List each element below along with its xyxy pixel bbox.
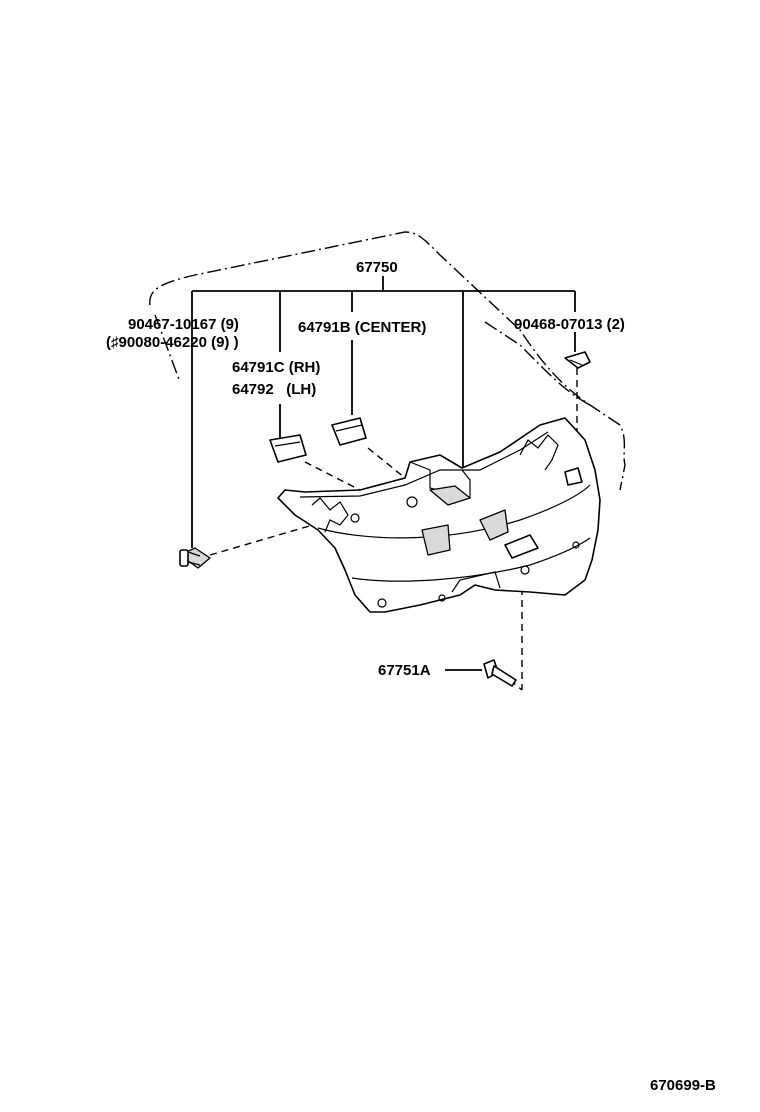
label-64791b-center: 64791B (CENTER): [298, 319, 426, 336]
screw: [483, 659, 517, 687]
label-67751a: 67751A: [378, 662, 431, 679]
cover-center: [331, 417, 367, 446]
label-90468-07013: 90468-07013 (2): [514, 316, 625, 333]
cover-rh-lh: [269, 434, 307, 463]
diagram-id: 670699-B: [650, 1077, 716, 1094]
clip-left: [179, 547, 211, 569]
label-64792-lh: 64792 (LH): [232, 381, 316, 398]
clip-right: [564, 351, 591, 369]
label-90467-10167: 90467-10167 (9): [128, 316, 239, 333]
label-90080-46220: (♯90080-46220 (9) ): [106, 334, 239, 351]
trim-board: [277, 417, 601, 613]
label-64791c-rh: 64791C (RH): [232, 359, 320, 376]
label-67750: 67750: [356, 259, 398, 276]
back-door-outline: [149, 231, 626, 491]
leader-lines: [191, 276, 576, 671]
